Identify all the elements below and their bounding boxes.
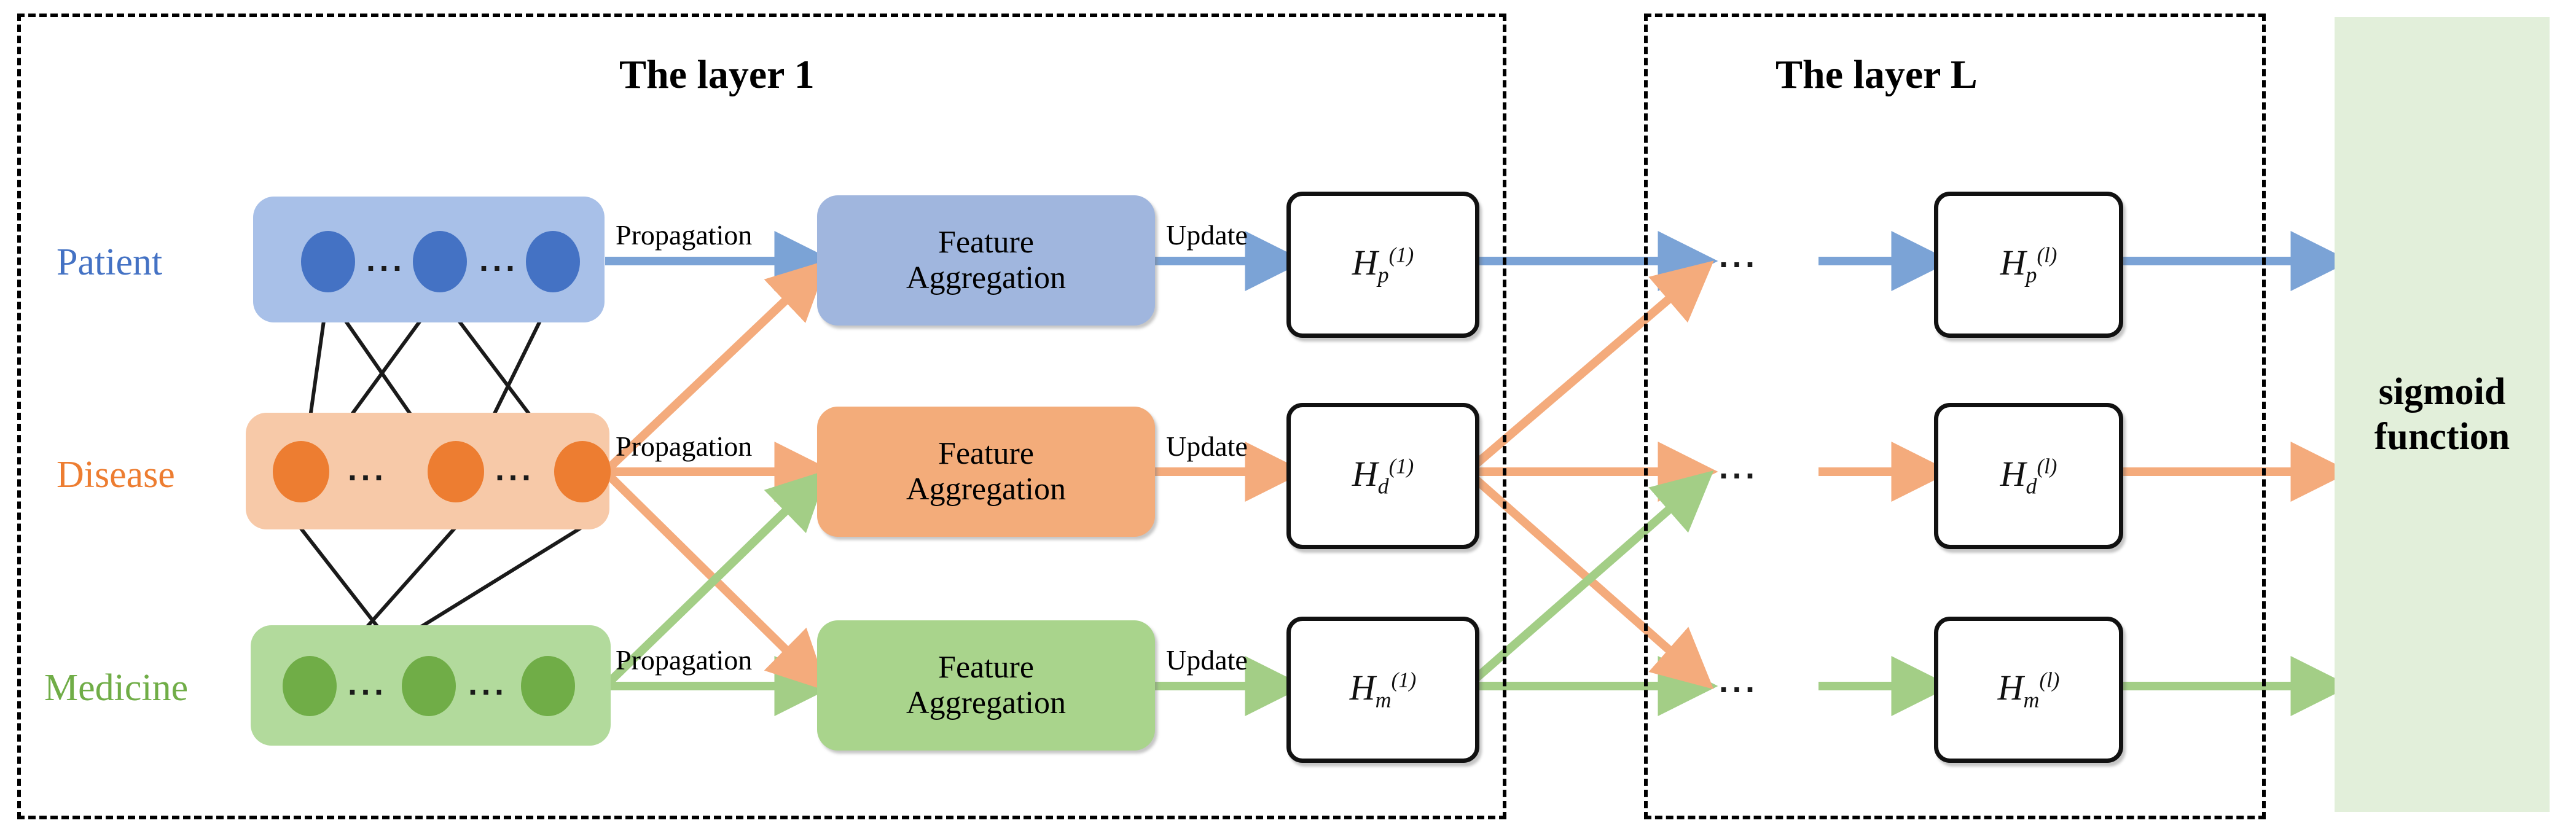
update-label-medicine: Update xyxy=(1166,644,1248,676)
propagation-arrows xyxy=(602,231,835,716)
h-sub-medicine-1: m xyxy=(1375,687,1392,712)
layerL-dashed-boundary xyxy=(1644,14,2266,819)
node-medicine-2 xyxy=(402,656,456,716)
h-symbol-disease-1: H xyxy=(1352,453,1378,494)
h-box-patient-layer1[interactable]: Hp(1) xyxy=(1286,192,1479,338)
ellipsis-disease-1: ... xyxy=(348,451,388,488)
h-symbol-disease-L: H xyxy=(2000,453,2026,494)
ellipsis-interlayer-disease: ... xyxy=(1719,449,1759,486)
to-layerL-arrows xyxy=(1818,231,1952,716)
h-sup-patient-1: (1) xyxy=(1388,243,1414,267)
h-symbol-medicine-L: H xyxy=(1997,667,2024,708)
propagation-label-medicine: Propagation xyxy=(616,644,753,676)
feature-aggregation-box-patient[interactable]: Feature Aggregation xyxy=(817,195,1155,326)
to-sigmoid-arrows xyxy=(2113,231,2351,716)
h-box-disease-layer1[interactable]: Hd(1) xyxy=(1286,403,1479,549)
h-sub-patient-L: p xyxy=(2026,262,2037,287)
ellipsis-interlayer-medicine: ... xyxy=(1719,663,1759,700)
update-label-patient: Update xyxy=(1166,219,1248,251)
sigmoid-function-box[interactable]: sigmoid function xyxy=(2335,17,2550,812)
node-disease-2 xyxy=(428,441,484,502)
h-sub-patient-1: p xyxy=(1377,262,1389,287)
fa-line1-disease: Feature xyxy=(938,435,1034,471)
propagation-label-disease: Propagation xyxy=(616,431,753,462)
h-sup-medicine-L: (l) xyxy=(2039,668,2060,692)
propagation-arrow-medicine-to-disease xyxy=(602,469,829,690)
feature-aggregation-label-medicine: Feature Aggregation xyxy=(906,650,1066,721)
layerL-title: The layer L xyxy=(1775,52,1978,97)
h-sub-disease-L: d xyxy=(2026,474,2037,499)
sigmoid-function-label: sigmoid function xyxy=(2374,370,2510,459)
h-sub-disease-1: d xyxy=(1377,474,1389,499)
entity-label-disease: Disease xyxy=(57,454,175,496)
h-label-medicine-layerL: Hm(l) xyxy=(1998,667,2060,713)
node-patient-3 xyxy=(526,231,580,292)
update-arrows xyxy=(1155,231,1306,716)
layer1-dashed-boundary xyxy=(17,14,1506,819)
h-symbol-patient-L: H xyxy=(2000,242,2026,283)
sigmoid-line1: sigmoid xyxy=(2378,370,2506,413)
node-patient-2 xyxy=(413,231,467,292)
h-sub-medicine-L: m xyxy=(2023,687,2040,712)
h-sup-medicine-1: (1) xyxy=(1391,668,1417,692)
h-sup-disease-L: (l) xyxy=(2037,454,2057,478)
ellipsis-disease-2: ... xyxy=(495,451,535,488)
h-sup-patient-L: (l) xyxy=(2037,243,2057,267)
feature-aggregation-box-medicine[interactable]: Feature Aggregation xyxy=(817,620,1155,751)
h-box-medicine-layerL[interactable]: Hm(l) xyxy=(1934,617,2123,763)
update-label-disease: Update xyxy=(1166,431,1248,462)
h-label-disease-layerL: Hd(l) xyxy=(2000,453,2057,499)
layer1-title: The layer 1 xyxy=(619,52,815,97)
h-symbol-patient-1: H xyxy=(1352,242,1378,283)
fa-line2-disease: Aggregation xyxy=(906,472,1066,507)
feature-aggregation-label-disease: Feature Aggregation xyxy=(906,436,1066,507)
h-label-patient-layerL: Hp(l) xyxy=(2000,242,2057,288)
fa-line1-patient: Feature xyxy=(938,224,1034,260)
fa-line2-medicine: Aggregation xyxy=(906,685,1066,720)
sigmoid-line2: function xyxy=(2374,416,2510,458)
feature-aggregation-box-disease[interactable]: Feature Aggregation xyxy=(817,407,1155,537)
entity-label-medicine: Medicine xyxy=(44,667,189,709)
node-disease-1 xyxy=(273,441,329,502)
fa-line1-medicine: Feature xyxy=(938,649,1034,685)
h-label-patient-layer1: Hp(1) xyxy=(1352,242,1414,288)
h-box-medicine-layer1[interactable]: Hm(1) xyxy=(1286,617,1479,763)
h-label-medicine-layer1: Hm(1) xyxy=(1350,667,1416,713)
h-box-patient-layerL[interactable]: Hp(l) xyxy=(1934,192,2123,338)
propagation-arrow-disease-to-medicine xyxy=(602,469,828,692)
ellipsis-patient-2: ... xyxy=(479,241,519,278)
h-label-disease-layer1: Hd(1) xyxy=(1352,453,1414,499)
h-symbol-medicine-1: H xyxy=(1349,667,1376,708)
node-disease-3 xyxy=(554,441,611,502)
ellipsis-interlayer-patient: ... xyxy=(1719,238,1759,275)
h-sup-disease-1: (1) xyxy=(1388,454,1414,478)
node-medicine-1 xyxy=(283,656,337,716)
node-medicine-3 xyxy=(521,656,575,716)
fa-line2-patient: Aggregation xyxy=(906,260,1066,295)
ellipsis-medicine-1: ... xyxy=(348,665,388,702)
propagation-label-patient: Propagation xyxy=(616,219,753,251)
ellipsis-medicine-2: ... xyxy=(468,665,508,702)
propagation-arrow-disease-to-patient xyxy=(602,259,829,475)
feature-aggregation-label-patient: Feature Aggregation xyxy=(906,225,1066,296)
node-patient-1 xyxy=(301,231,355,292)
h-box-disease-layerL[interactable]: Hd(l) xyxy=(1934,403,2123,549)
entity-label-patient: Patient xyxy=(57,241,163,283)
ellipsis-patient-1: ... xyxy=(366,241,406,278)
